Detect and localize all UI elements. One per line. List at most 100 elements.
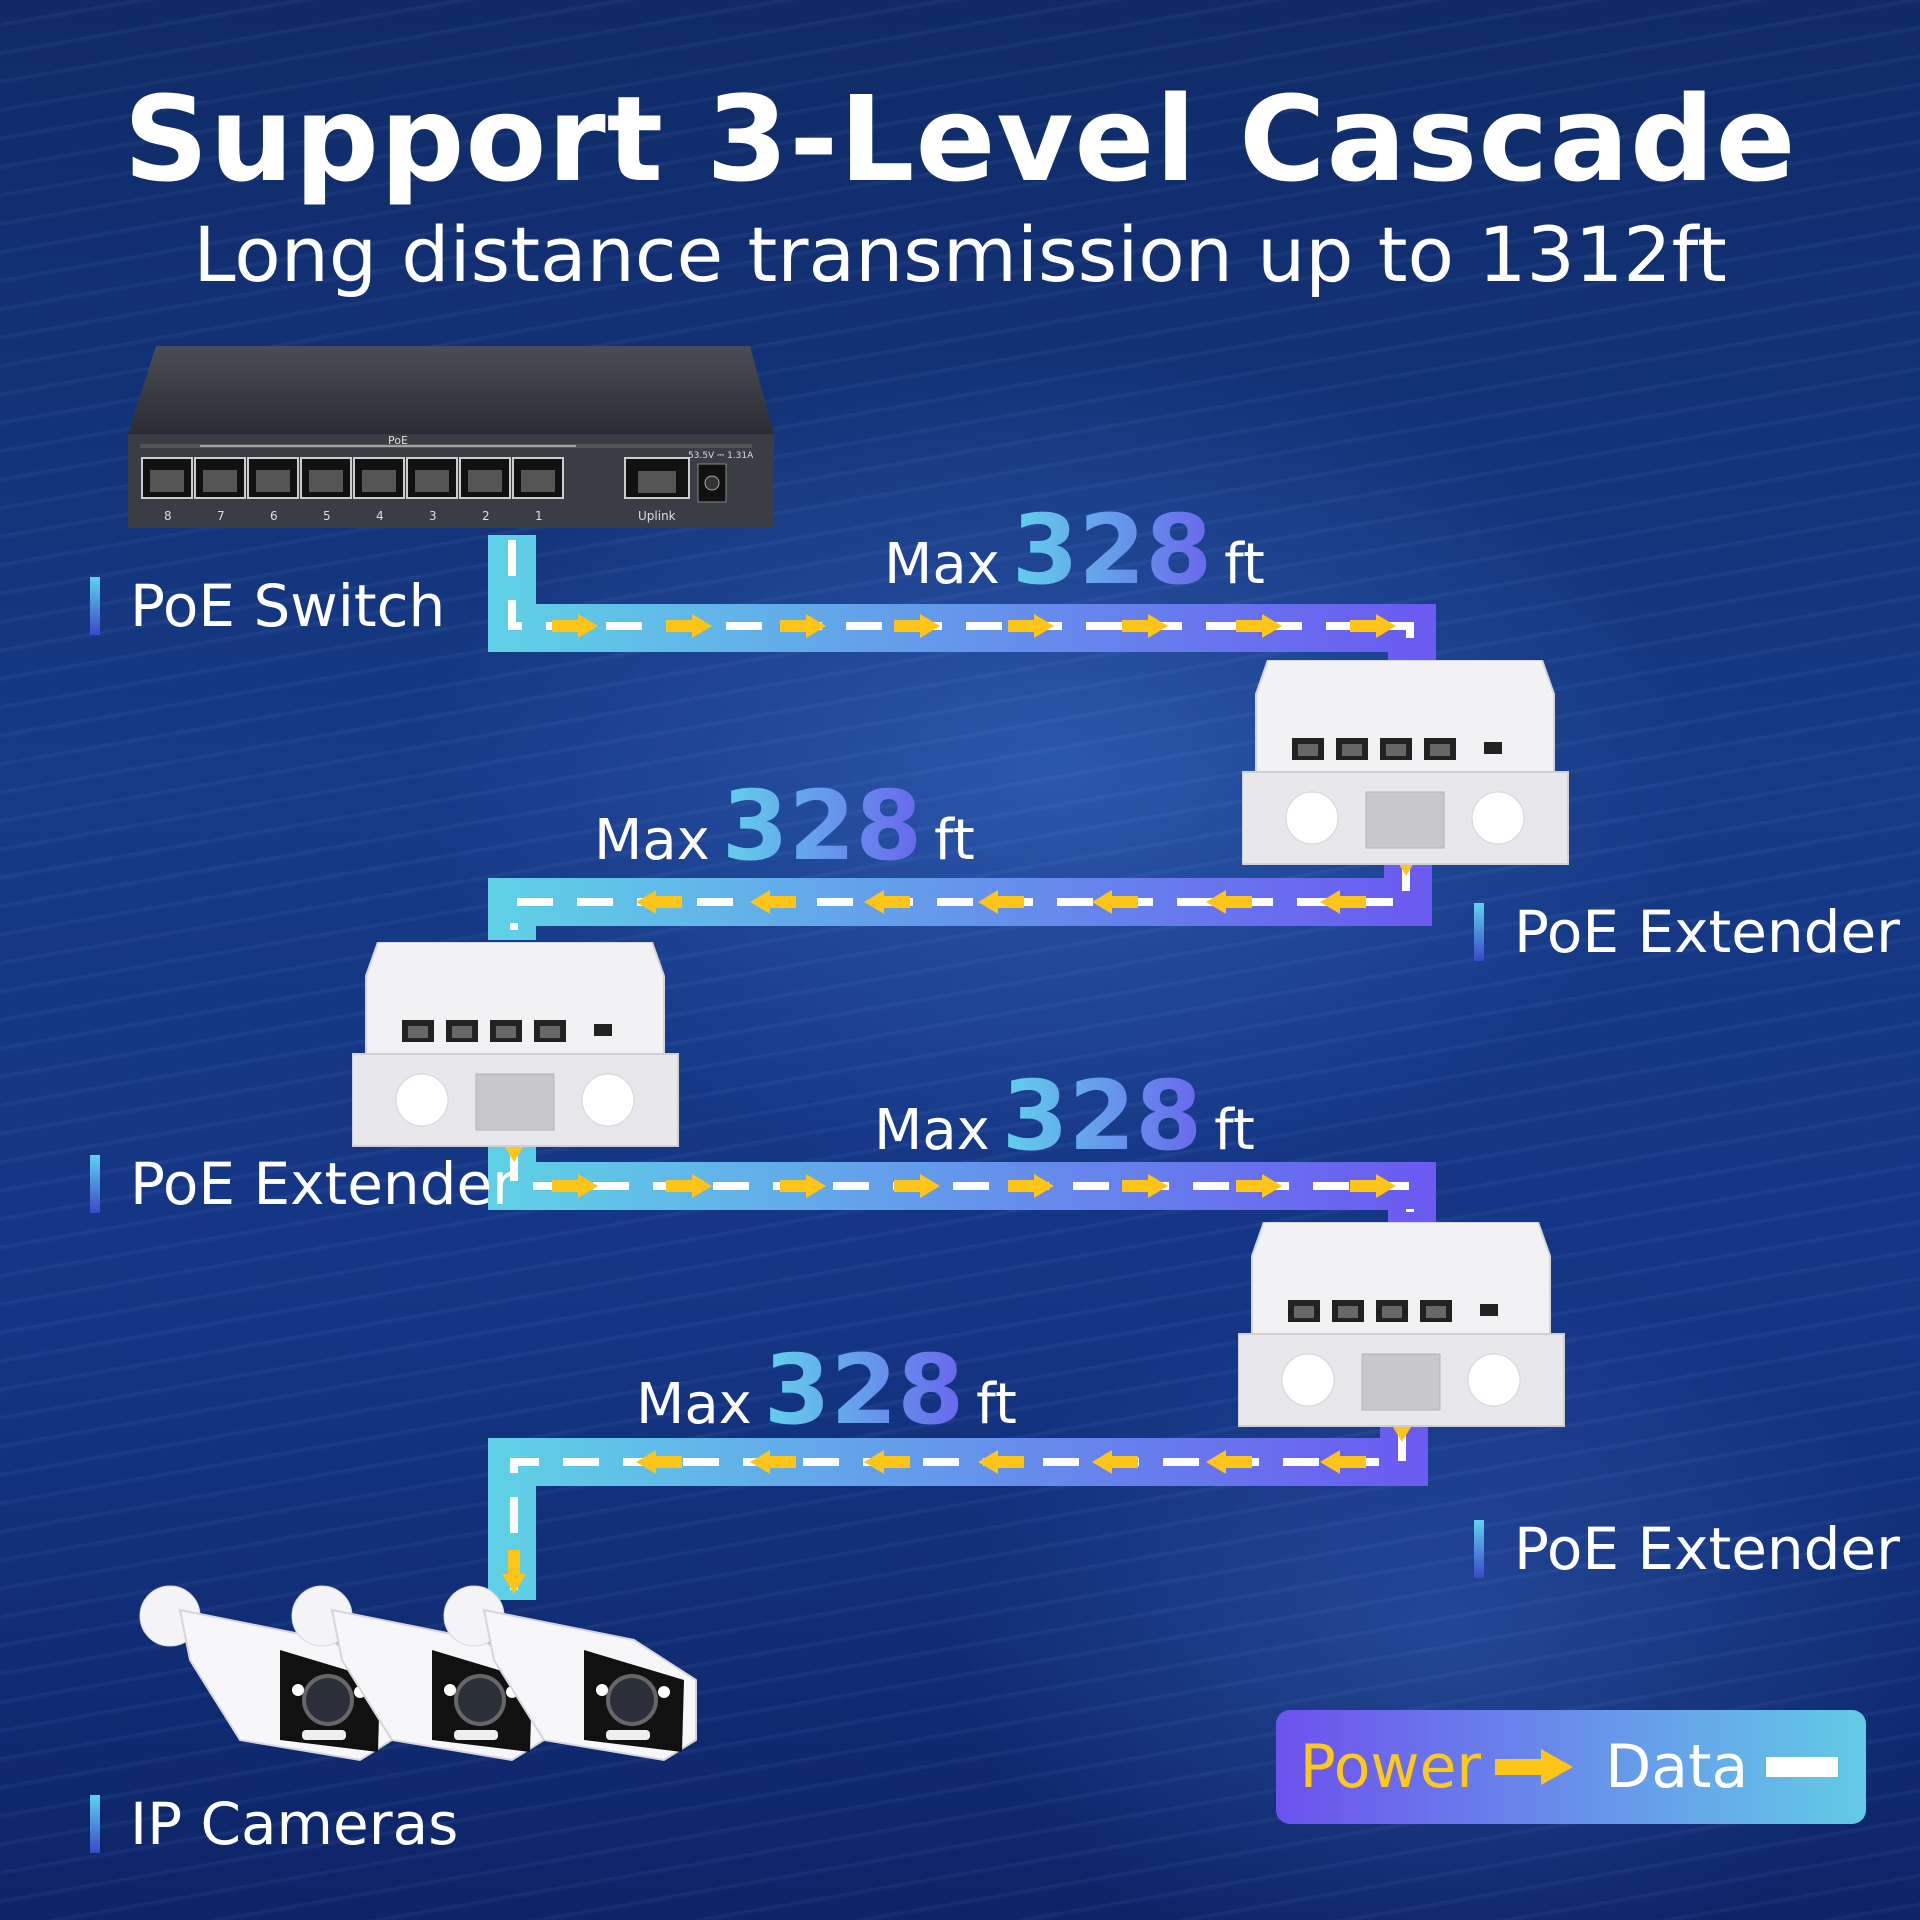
power-arrows	[502, 614, 1418, 1594]
extender-port-jack	[452, 1026, 472, 1038]
power-arrow-icon	[864, 1450, 910, 1474]
extender-screw-hole	[1281, 1353, 1335, 1407]
switch-uplink-label: Uplink	[638, 509, 676, 523]
page-subtitle: Long distance transmission up to 1312ft	[193, 210, 1727, 299]
extender-port-jack	[1342, 744, 1362, 756]
distance-value: 328	[1001, 1060, 1203, 1172]
extender-dc-jack	[1484, 742, 1502, 754]
legend-data-line-icon	[1766, 1757, 1839, 1777]
power-arrow-icon	[552, 614, 598, 638]
label-bar	[1474, 903, 1484, 961]
extender-port-jack	[1430, 744, 1450, 756]
power-arrow-icon	[1236, 614, 1282, 638]
switch-port-number: 1	[535, 509, 543, 523]
extender-screw-hole	[1285, 791, 1339, 845]
extender-screw-hole	[1467, 1353, 1521, 1407]
power-arrow-icon	[894, 614, 940, 638]
extender-dc-jack	[594, 1024, 612, 1036]
label-bar	[1474, 1520, 1484, 1578]
power-arrow-icon	[1236, 1174, 1282, 1198]
power-arrow-icon	[1122, 614, 1168, 638]
power-arrow-icon	[666, 1174, 712, 1198]
camera-led	[292, 1684, 304, 1696]
cable-link-4	[488, 1420, 1428, 1600]
poe-extender-1	[1242, 660, 1569, 865]
power-arrow-icon	[502, 1550, 526, 1594]
distance-unit: ft	[1214, 1098, 1255, 1163]
power-arrow-icon	[780, 614, 826, 638]
camera-led	[658, 1686, 670, 1698]
switch-port-number: 8	[164, 509, 172, 523]
label-text: IP Cameras	[130, 1790, 459, 1858]
extender-port-jack	[1382, 1306, 1402, 1318]
label-poe-extender-1: PoE Extender	[1474, 898, 1900, 966]
distance-unit: ft	[934, 808, 975, 873]
switch-power-spec: 53.5V ⎓ 1.31A	[688, 451, 754, 461]
camera-ir-strip	[606, 1730, 650, 1740]
camera-ir-strip	[302, 1730, 346, 1740]
label-bar	[90, 1795, 100, 1853]
label-poe-extender-3: PoE Extender	[1474, 1515, 1900, 1583]
label-bar	[90, 577, 100, 635]
power-arrow-icon	[1350, 1174, 1396, 1198]
distance-value: 328	[763, 1334, 965, 1446]
extender-port-jack	[496, 1026, 516, 1038]
extender-port-jack	[1298, 744, 1318, 756]
label-ip-cameras: IP Cameras	[90, 1790, 458, 1858]
power-arrow-icon	[636, 1450, 682, 1474]
extender-cable-gland	[475, 1073, 555, 1131]
power-arrow-icon	[1320, 890, 1366, 914]
switch-port-number: 7	[217, 509, 225, 523]
label-bar	[90, 1155, 100, 1213]
camera-lens	[606, 1674, 658, 1726]
switch-port-jack	[521, 470, 555, 492]
power-arrow-icon	[1350, 614, 1396, 638]
extender-screw-hole	[1471, 791, 1525, 845]
switch-port-jack	[309, 470, 343, 492]
power-arrow-icon	[666, 614, 712, 638]
distance-unit: ft	[1224, 532, 1265, 597]
distance-value: 328	[721, 770, 923, 882]
page-title: Support 3-Level Cascade	[123, 70, 1797, 208]
extender-dc-jack	[1480, 1304, 1498, 1316]
switch-port-jack	[203, 470, 237, 492]
distance-label-3: Max 328 ft	[874, 1060, 1255, 1172]
power-arrow-icon	[552, 1174, 598, 1198]
switch-port-jack	[256, 470, 290, 492]
camera-lens	[454, 1674, 506, 1726]
extender-port-jack	[1294, 1306, 1314, 1318]
switch-port-number: 6	[270, 509, 278, 523]
power-arrow-icon	[1320, 1450, 1366, 1474]
poe-extender-2	[352, 942, 679, 1147]
legend-power-arrow-icon	[1495, 1749, 1574, 1785]
switch-poe-label: PoE	[388, 434, 408, 447]
extender-port-jack	[1426, 1306, 1446, 1318]
distance-max: Max	[594, 808, 710, 873]
ip-cameras-device	[139, 1585, 697, 1762]
power-arrow-icon	[1092, 1450, 1138, 1474]
power-arrow-icon	[1206, 1450, 1252, 1474]
camera-lens	[302, 1674, 354, 1726]
power-arrow-icon	[1092, 890, 1138, 914]
label-text: PoE Extender	[130, 1150, 516, 1218]
camera-led	[596, 1684, 608, 1696]
power-arrow-icon	[750, 1450, 796, 1474]
power-arrow-icon	[1206, 890, 1252, 914]
power-arrow-icon	[1008, 614, 1054, 638]
legend-box: Power Data	[1276, 1710, 1866, 1824]
cable-link-3	[488, 1140, 1436, 1222]
power-arrow-icon	[1008, 1174, 1054, 1198]
extender-port-jack	[540, 1026, 560, 1038]
label-text: PoE Extender	[1514, 1515, 1900, 1583]
switch-port-jack	[150, 470, 184, 492]
poe-extender-3	[1238, 1222, 1565, 1427]
distance-label-2: Max 328 ft	[594, 770, 975, 882]
label-poe-switch: PoE Switch	[90, 572, 445, 640]
extender-cable-gland	[1361, 1353, 1441, 1411]
switch-port-number: 5	[323, 509, 331, 523]
power-arrow-icon	[1122, 1174, 1168, 1198]
extender-port-jack	[408, 1026, 428, 1038]
switch-port-number: 4	[376, 509, 384, 523]
